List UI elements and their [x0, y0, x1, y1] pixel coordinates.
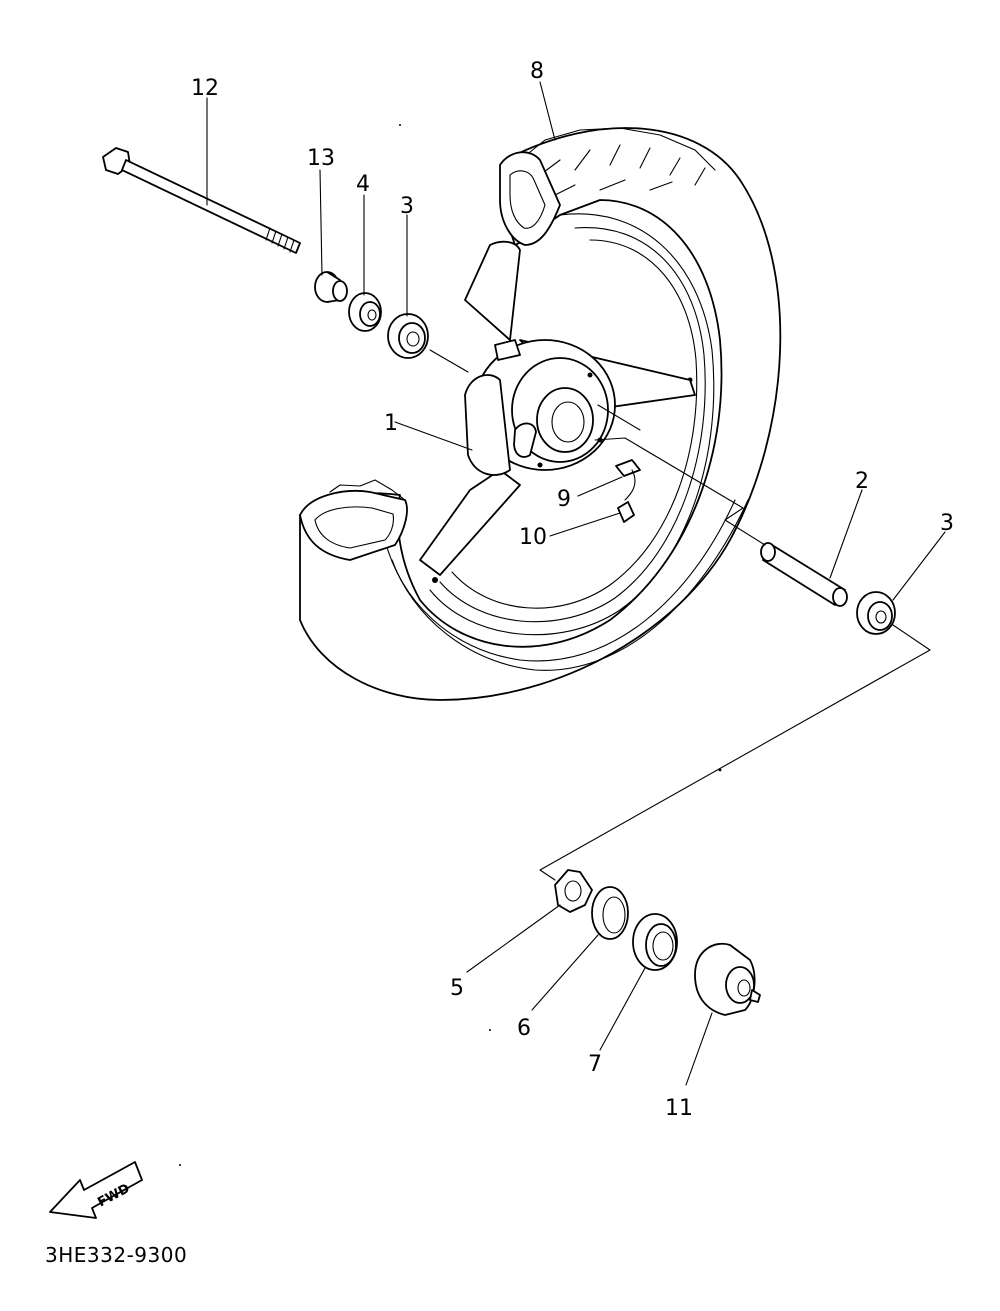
collar-icon — [314, 271, 348, 303]
callout-6: 6 — [517, 1016, 531, 1041]
valve-icon — [615, 459, 641, 501]
callout-10: 10 — [519, 525, 547, 550]
spacer-icon — [760, 542, 848, 607]
bearing-icon — [387, 313, 429, 359]
callout-13: 13 — [307, 146, 335, 171]
callout-11: 11 — [665, 1096, 693, 1121]
wheel-hub-icon — [419, 240, 696, 576]
callout-7: 7 — [588, 1052, 602, 1077]
callout-9: 9 — [557, 487, 571, 512]
meter-clutch-icon — [554, 869, 593, 913]
callout-12: 12 — [191, 76, 219, 101]
leader-lines — [206, 81, 946, 1086]
forward-arrow-icon: FWD — [49, 1161, 143, 1219]
oil-seal-icon — [591, 886, 629, 940]
callout-8: 8 — [530, 59, 544, 84]
callout-3-right: 3 — [940, 511, 954, 536]
callout-3-upper: 3 — [400, 194, 414, 219]
axle-shaft-icon — [102, 147, 301, 254]
diagram-code: 3HE332-9300 — [45, 1243, 188, 1267]
callout-4: 4 — [356, 172, 370, 197]
callout-1: 1 — [384, 411, 398, 436]
callout-2: 2 — [855, 469, 869, 494]
assembly-guide-lines — [429, 349, 931, 881]
callout-labels: 8 12 13 4 3 1 2 3 9 10 5 6 7 11 — [191, 59, 954, 1121]
oil-seal-icon — [632, 913, 678, 971]
gear-unit-icon — [694, 942, 761, 1016]
callout-5: 5 — [450, 976, 464, 1001]
tube-icon — [617, 501, 635, 523]
spacer-flange-icon — [348, 292, 382, 332]
bearing-icon — [856, 591, 896, 635]
tire-icon — [299, 127, 782, 701]
